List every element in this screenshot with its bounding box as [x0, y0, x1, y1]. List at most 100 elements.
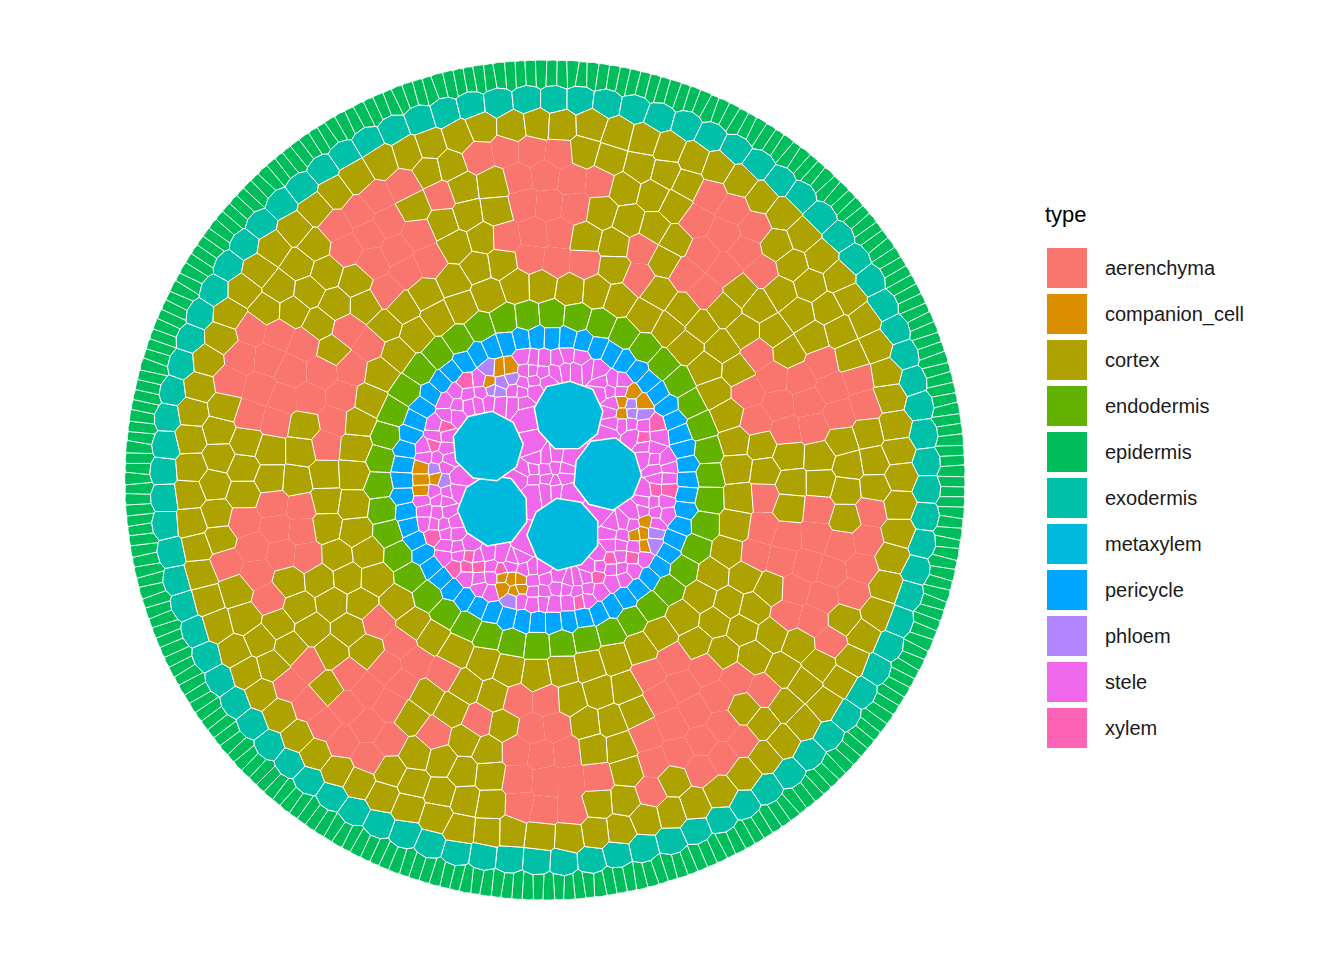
- tissue-cell: [512, 327, 531, 350]
- tissue-cell: [390, 488, 414, 506]
- legend-label: exodermis: [1105, 487, 1197, 510]
- tissue-cell: [526, 586, 538, 597]
- legend-entry: phloem: [1047, 616, 1171, 656]
- tissue-cell: [409, 678, 445, 715]
- legend-entry: companion_cell: [1047, 294, 1244, 334]
- legend-entry: epidermis: [1047, 432, 1192, 472]
- metaxylem-vessel: [527, 498, 598, 570]
- tissue-cell: [543, 712, 572, 744]
- tissue-cell: [773, 334, 806, 368]
- tissue-cell: [395, 190, 431, 222]
- tissue-cell: [870, 357, 902, 387]
- tissue-cell: [530, 159, 560, 191]
- tissue-cell: [694, 435, 724, 463]
- tissue-cell: [489, 302, 517, 333]
- tissue-cell: [494, 357, 505, 378]
- tissue-cell: [439, 527, 451, 539]
- tissue-cell: [412, 460, 429, 474]
- tissue-cell: [637, 419, 650, 432]
- tissue-cell: [472, 561, 485, 573]
- tissue-cell: [529, 611, 546, 633]
- tissue-cell: [450, 786, 480, 818]
- tissue-cell: [804, 440, 836, 470]
- tissue-cell: [535, 60, 546, 90]
- tissue-cell: [579, 569, 593, 584]
- legend-label: stele: [1105, 671, 1147, 694]
- legend-swatch: [1047, 662, 1087, 702]
- tissue-cell: [549, 582, 563, 596]
- tissue-cell: [597, 539, 615, 552]
- legend-swatch: [1047, 570, 1087, 610]
- legend-entry: aerenchyma: [1047, 248, 1215, 288]
- legend-label: phloem: [1105, 625, 1171, 648]
- tissue-cell: [430, 494, 442, 507]
- tissue-cell: [398, 736, 431, 771]
- tissue-cell: [125, 493, 151, 505]
- tissue-cell: [288, 518, 316, 545]
- tissue-cell: [782, 573, 811, 605]
- tissue-cell: [506, 384, 517, 397]
- tissue-cell: [309, 460, 340, 488]
- tissue-cell: [557, 60, 568, 89]
- tissue-cell: [525, 60, 536, 87]
- tissue-cell: [218, 574, 254, 608]
- tissue-cell: [489, 709, 520, 743]
- legend-label: metaxylem: [1105, 533, 1202, 556]
- tissue-cell: [450, 399, 463, 411]
- legend-label: xylem: [1105, 717, 1157, 740]
- tissue-cell: [428, 517, 439, 530]
- tissue-cell: [558, 681, 587, 717]
- tissue-cell: [441, 840, 472, 866]
- tissue-cell: [937, 515, 963, 528]
- tissue-cell: [636, 392, 654, 409]
- tissue-cell: [533, 874, 544, 900]
- tissue-cell: [572, 625, 601, 653]
- tissue-cell: [547, 217, 574, 249]
- tissue-cell: [658, 766, 692, 797]
- tissue-cell: [626, 551, 639, 564]
- tissue-cell: [477, 358, 495, 376]
- tissue-cell: [125, 453, 155, 464]
- legend-entry: endodermis: [1047, 386, 1210, 426]
- tissue-cell: [650, 412, 667, 432]
- tissue-cell: [466, 221, 493, 254]
- tissue-cell: [521, 450, 541, 465]
- tissue-cell: [339, 517, 373, 548]
- tissue-cell: [879, 410, 913, 441]
- tissue-cell: [792, 387, 825, 417]
- tissue-cell: [528, 463, 539, 475]
- tissue-cell: [456, 572, 474, 588]
- tissue-cell: [499, 268, 529, 304]
- tissue-cell: [254, 465, 285, 493]
- tissue-cell: [832, 450, 864, 480]
- tissue-cell: [696, 463, 726, 488]
- tissue-cell: [574, 650, 607, 684]
- tissue-cell: [412, 158, 442, 189]
- tissue-cell: [747, 431, 777, 460]
- tissue-cell: [661, 461, 678, 474]
- legend-entry: exodermis: [1047, 478, 1197, 518]
- tissue-cell: [286, 437, 316, 468]
- tissue-cell: [267, 382, 297, 415]
- tissue-cell: [647, 538, 663, 555]
- tissue-cell: [259, 514, 290, 543]
- tissue-cell: [205, 526, 238, 555]
- metaxylem-vessel: [574, 438, 642, 510]
- legend-label: endodermis: [1105, 395, 1210, 418]
- tissue-cell: [338, 490, 370, 520]
- tissue-cell: [545, 612, 562, 635]
- legend-swatch: [1047, 294, 1087, 334]
- tissue-cell: [527, 556, 538, 575]
- tissue-cell: [659, 495, 676, 509]
- legend-swatch: [1047, 524, 1087, 564]
- tissue-cell: [627, 408, 638, 419]
- tissue-cell: [564, 873, 576, 900]
- tissue-cell: [525, 597, 539, 613]
- tissue-cell: [412, 485, 429, 496]
- tissue-cell: [675, 487, 698, 504]
- tissue-cell: [546, 60, 557, 87]
- tissue-cell: [461, 560, 473, 572]
- tissue-cell: [940, 487, 965, 497]
- tissue-cell: [475, 762, 506, 790]
- tissue-cell: [749, 457, 781, 484]
